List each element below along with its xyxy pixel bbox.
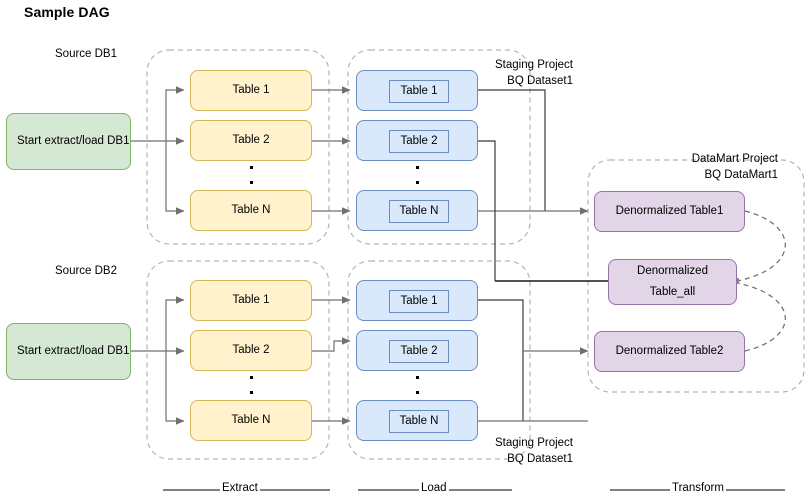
extract-db2-ellipsis [244, 376, 258, 394]
legend-label-transform: Transform [670, 482, 726, 494]
legend-label-extract: Extract [220, 482, 260, 494]
page-title: Sample DAG [24, 4, 110, 20]
ellipsis-dot [249, 166, 253, 169]
extract-db2-table-n[interactable]: Table N [190, 400, 312, 441]
load-db2-table-1-inner: Table 1 [389, 290, 449, 313]
load-db1-table-n[interactable]: Table N [356, 190, 478, 231]
extract-db2-table-2[interactable]: Table 2 [190, 330, 312, 371]
ellipsis-dot [415, 166, 419, 169]
ellipsis-dot [249, 391, 253, 394]
load-db1-table-n-inner: Table N [389, 200, 449, 223]
ellipsis-dot [249, 376, 253, 379]
group-label-source-db1: Source DB1 [55, 48, 118, 60]
load-db1-table-2-inner: Table 2 [389, 130, 449, 153]
load-db2-table-n[interactable]: Table N [356, 400, 478, 441]
legend-label-load: Load [419, 482, 449, 494]
load-db2-table-2-inner: Table 2 [389, 340, 449, 363]
group-label-source-db2: Source DB2 [55, 265, 118, 277]
load-db1-ellipsis [410, 166, 424, 184]
ellipsis-dot [415, 376, 419, 379]
load-db2-ellipsis [410, 376, 424, 394]
start-node-db1[interactable]: Start extract/load DB1 [6, 113, 131, 170]
transform-denormalized-table1[interactable]: Denormalized Table1 [594, 191, 745, 232]
load-db1-table-2[interactable]: Table 2 [356, 120, 478, 161]
group-label-staging-bottom: Staging Project BQ Dataset1 [495, 437, 573, 465]
ellipsis-dot [415, 181, 419, 184]
extract-db2-table-1[interactable]: Table 1 [190, 280, 312, 321]
group-label-datamart: DataMart Project BQ DataMart1 [691, 153, 778, 181]
group-label-staging-top: Staging Project BQ Dataset1 [495, 59, 573, 87]
transform-table-all-line2: Table_all [649, 285, 696, 298]
extract-db1-ellipsis [244, 166, 258, 184]
load-db1-table-1[interactable]: Table 1 [356, 70, 478, 111]
extract-db1-table-2[interactable]: Table 2 [190, 120, 312, 161]
extract-db1-table-n[interactable]: Table N [190, 190, 312, 231]
load-db2-table-n-inner: Table N [389, 410, 449, 433]
extract-db1-table-1[interactable]: Table 1 [190, 70, 312, 111]
load-db2-table-2[interactable]: Table 2 [356, 330, 478, 371]
transform-denormalized-table-all[interactable]: Denormalized Table_all [608, 259, 737, 305]
load-db2-table-1[interactable]: Table 1 [356, 280, 478, 321]
load-db1-table-1-inner: Table 1 [389, 80, 449, 103]
ellipsis-dot [249, 181, 253, 184]
start-node-db2[interactable]: Start extract/load DB1 [6, 323, 131, 380]
transform-denormalized-table2[interactable]: Denormalized Table2 [594, 331, 745, 372]
transform-table-all-line1: Denormalized [637, 264, 708, 277]
ellipsis-dot [415, 391, 419, 394]
